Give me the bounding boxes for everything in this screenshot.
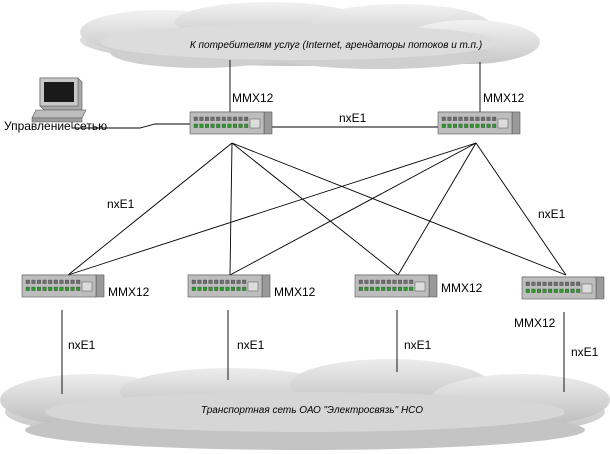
- access-1-label: MMX12: [108, 285, 150, 299]
- access-4-label: MMX12: [514, 316, 556, 330]
- access-4-device: [521, 276, 605, 300]
- drop-4-link-label: nxE1: [571, 345, 599, 359]
- bottom-cloud-label: Транспортная сеть ОАО "Электросвязь" НСО: [201, 405, 423, 416]
- access-2-label: MMX12: [274, 285, 316, 299]
- drop-3-link-label: nxE1: [404, 338, 432, 352]
- management-label: Управление сетью: [4, 119, 107, 133]
- management-cable: [71, 118, 193, 129]
- access-3-label: MMX12: [441, 281, 483, 295]
- computer-icon: [31, 77, 87, 123]
- connections: [61, 60, 567, 394]
- drop-1-link-label: nxE1: [68, 338, 96, 352]
- core-interconnect-link-label: nxE1: [339, 111, 367, 125]
- access-3-device: [354, 274, 438, 298]
- core-left-label: MMX12: [232, 91, 274, 105]
- core-right-device: [437, 111, 521, 135]
- mesh-right-link-label: nxE1: [538, 207, 566, 221]
- core-right-label: MMX12: [483, 91, 525, 105]
- top-cloud-label: К потребителям услуг (Internet, арендато…: [190, 39, 482, 51]
- mesh-left-link-label: nxE1: [107, 197, 135, 211]
- devices: [21, 111, 605, 300]
- core-left-device: [189, 111, 273, 135]
- access-1-device: [21, 274, 105, 298]
- drop-2-link-label: nxE1: [237, 338, 265, 352]
- top-cloud: К потребителям услуг (Internet, арендато…: [80, 2, 540, 69]
- management-computer: Управление сетью: [4, 77, 107, 133]
- bottom-cloud: Транспортная сеть ОАО "Электросвязь" НСО: [0, 359, 610, 450]
- access-2-device: [187, 274, 271, 298]
